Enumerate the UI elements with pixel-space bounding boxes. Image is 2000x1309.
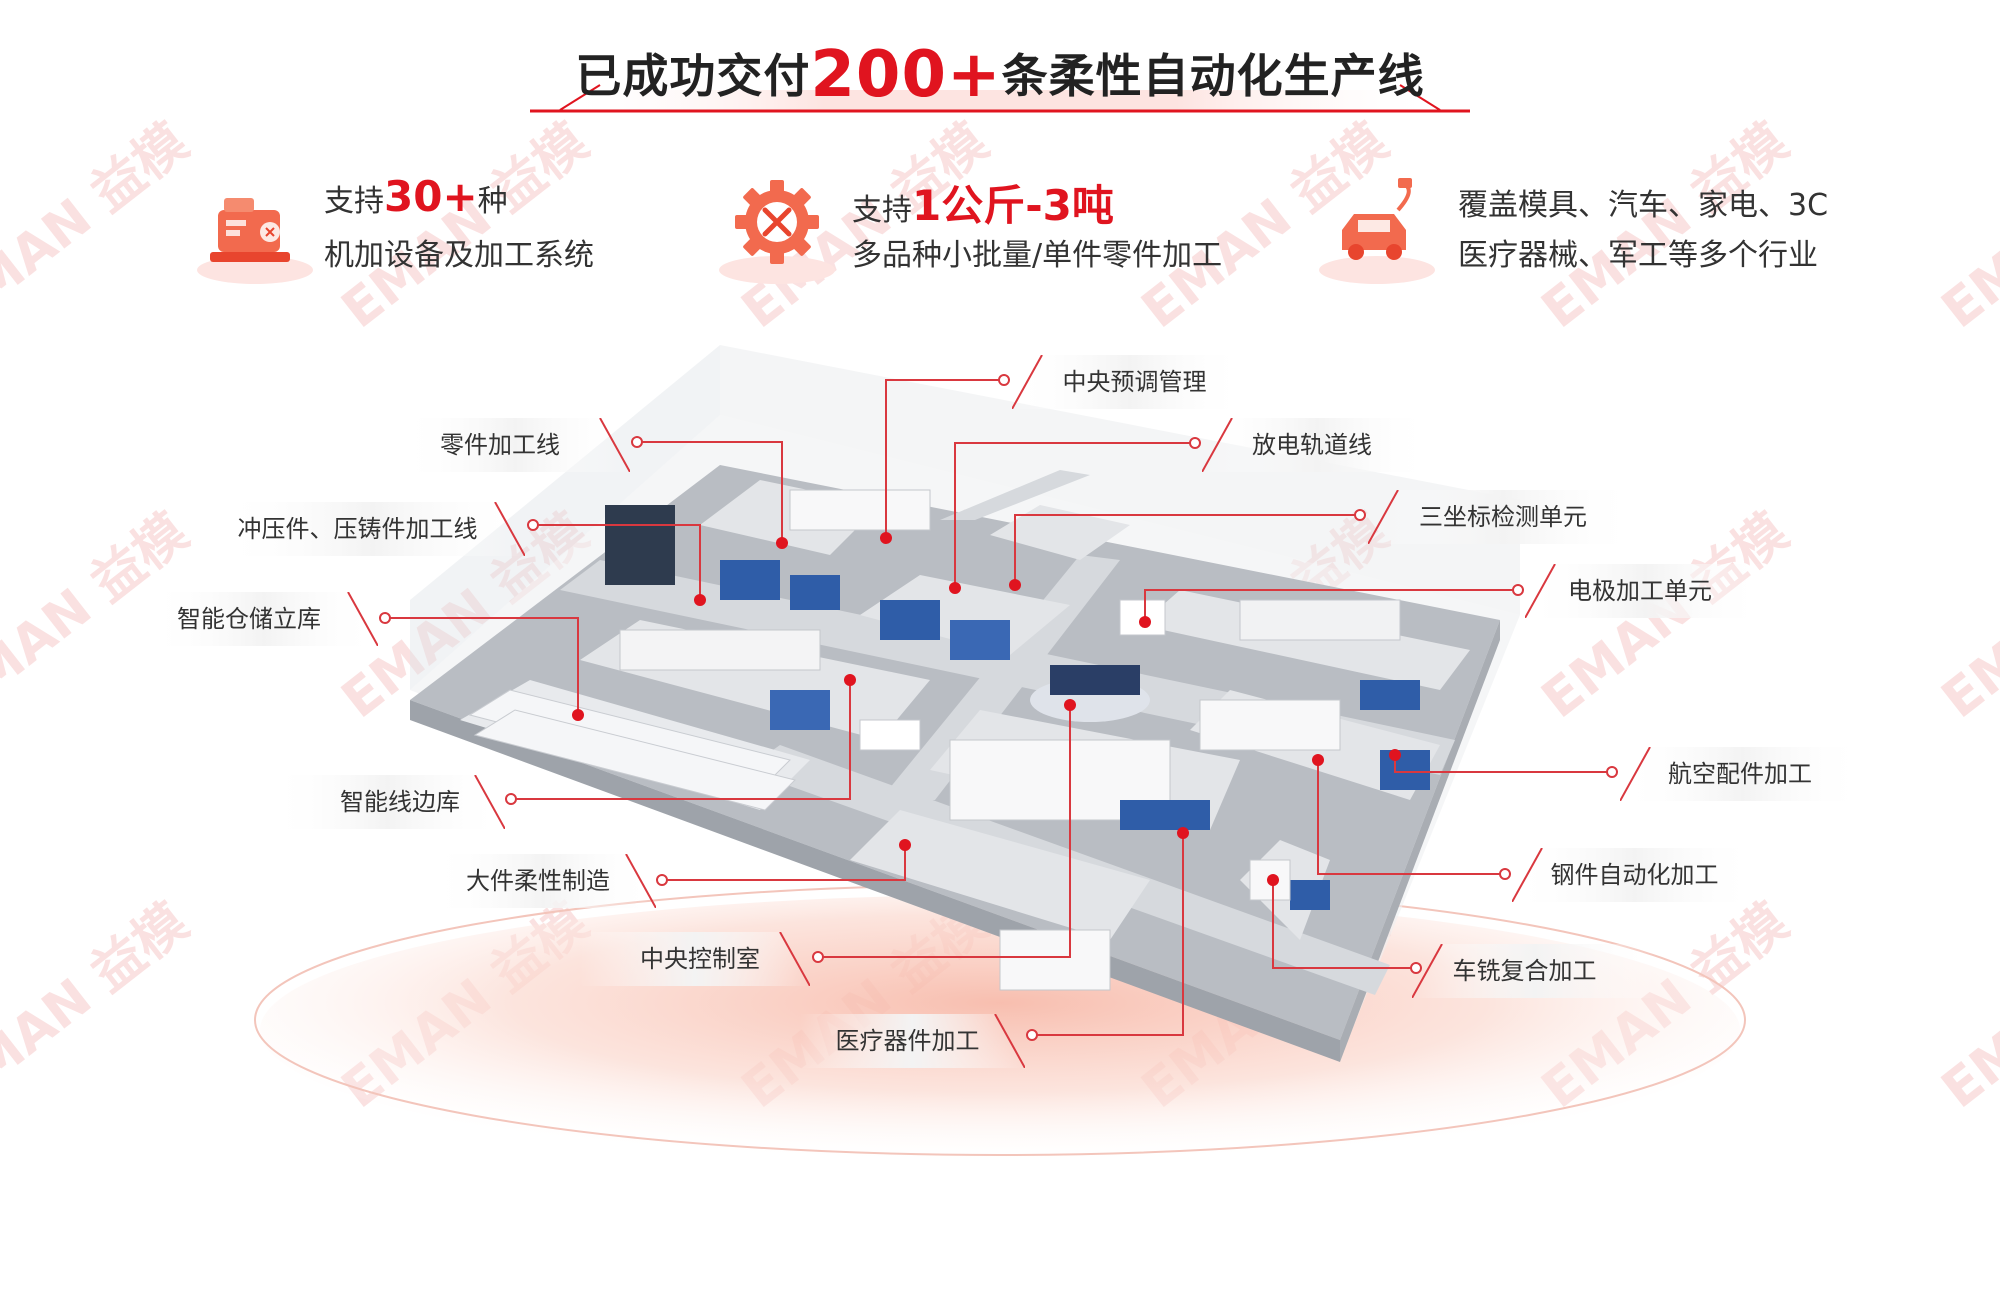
control-display-screen — [605, 505, 675, 585]
feature-weight: 支持1公斤-3吨 多品种小批量/单件零件加工 — [712, 170, 1272, 290]
feature-2-line2: 多品种小批量/单件零件加工 — [852, 238, 1223, 273]
label-text-edm-track: 放电轨道线 — [1252, 431, 1372, 459]
label-cmm-unit: 三坐标检测单元 — [1368, 490, 1638, 544]
sewing-machine-icon — [197, 198, 313, 284]
machines — [605, 489, 1430, 991]
label-text-smart-warehouse: 智能仓储立库 — [177, 605, 321, 633]
feature-3-line2: 医疗器械、军工等多个行业 — [1458, 238, 1818, 273]
label-text-parts-line: 零件加工线 — [440, 431, 560, 459]
feature-3-line1: 覆盖模具、汽车、家电、3C — [1458, 188, 1829, 223]
label-smart-warehouse: 智能仓储立库 — [150, 592, 378, 646]
title-prefix: 已成功交付 — [575, 49, 811, 103]
electric-car-icon — [1319, 178, 1435, 284]
label-text-cmm-unit: 三坐标检测单元 — [1419, 503, 1587, 531]
zone-blue-cells — [860, 575, 1070, 655]
label-mill-turn: 车铣复合加工 — [1412, 944, 1657, 998]
label-text-stamping-line: 冲压件、压铸件加工线 — [237, 515, 478, 543]
label-medical-devices: 医疗器件加工 — [800, 1014, 1025, 1068]
feature-equipment: 支持30+种 机加设备及加工系统 — [190, 170, 640, 290]
zone-large-parts — [850, 810, 1150, 940]
feature-industries: 覆盖模具、汽车、家电、3C 医疗器械、军工等多个行业 — [1312, 170, 1872, 290]
label-text-central-presetting: 中央预调管理 — [1062, 368, 1207, 396]
label-central-presetting: 中央预调管理 — [1012, 355, 1247, 409]
label-text-aviation-parts: 航空配件加工 — [1668, 760, 1812, 788]
label-text-steel-parts: 钢件自动化加工 — [1550, 861, 1719, 889]
label-steel-parts: 钢件自动化加工 — [1512, 848, 1757, 902]
label-text-medical-devices: 医疗器件加工 — [835, 1027, 980, 1055]
feature-1-highlight: 30+ — [384, 172, 478, 221]
title-number: 200+ — [810, 38, 1002, 112]
warehouse-racks — [468, 689, 796, 811]
title-suffix: 条柔性自动化生产线 — [1001, 49, 1425, 103]
label-text-large-parts: 大件柔性制造 — [466, 867, 610, 895]
feature-1-post: 种 — [477, 184, 508, 219]
label-parts-line: 零件加工线 — [400, 418, 630, 472]
feature-1-line2: 机加设备及加工系统 — [324, 238, 594, 273]
label-text-mill-turn: 车铣复合加工 — [1452, 957, 1597, 985]
label-stamping-line: 冲压件、压铸件加工线 — [220, 502, 525, 556]
label-line-side-store: 智能线边库 — [270, 775, 505, 829]
label-text-central-control: 中央控制室 — [640, 945, 760, 973]
label-electrode-unit: 电极加工单元 — [1525, 564, 1765, 618]
enclosure-back-wall — [720, 345, 1520, 615]
road-back — [940, 470, 1090, 520]
gear-tools-icon — [719, 180, 835, 284]
enclosure-left-wall — [410, 345, 720, 690]
road-diagonal — [880, 555, 1120, 800]
feature-2-highlight: 1公斤-3吨 — [912, 181, 1114, 230]
page-title: 已成功交付200+条柔性自动化生产线 — [520, 38, 1480, 112]
label-large-parts: 大件柔性制造 — [430, 854, 656, 908]
floor-edge-right — [1340, 620, 1500, 1062]
feature-2-pre: 支持 — [852, 193, 912, 228]
label-text-line-side-store: 智能线边库 — [340, 788, 460, 816]
label-aviation-parts: 航空配件加工 — [1620, 747, 1865, 801]
feature-1-pre: 支持 — [324, 184, 384, 219]
zone-edm — [990, 505, 1130, 560]
title-banner: 已成功交付200+条柔性自动化生产线 — [520, 30, 1480, 115]
label-central-control: 中央控制室 — [580, 932, 810, 986]
title-underline — [530, 84, 1470, 113]
label-edm-track: 放电轨道线 — [1202, 418, 1432, 472]
label-text-electrode-unit: 电极加工单元 — [1568, 577, 1712, 605]
